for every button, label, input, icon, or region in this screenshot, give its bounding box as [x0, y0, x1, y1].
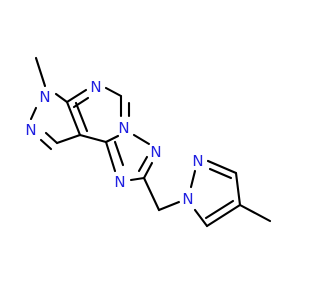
bond-n2-c3	[44, 131, 59, 145]
bond-c7a-n7-inner	[72, 96, 90, 109]
bond-n4-c9a	[104, 134, 120, 144]
bond-c4p-c5p	[205, 203, 242, 228]
chemical-structure-diagram: N N N N N N N N	[22, 56, 272, 228]
bond-n3-c2-inner	[137, 155, 149, 173]
bonds	[29, 56, 272, 228]
bond-c4p-methyl	[238, 203, 272, 223]
bond-n2-c3-inner	[39, 138, 53, 151]
atom-label: N	[182, 190, 193, 208]
bond-npz1-npz2	[189, 169, 197, 189]
bond-ch2-npz	[157, 200, 181, 212]
bond-methyl-n	[34, 56, 47, 88]
atom-n-pyrazole-right-2: N	[189, 151, 207, 170]
bond-c3-c3a	[55, 133, 82, 145]
bond-n4-n3	[132, 133, 151, 146]
atom-label: N	[25, 121, 36, 139]
atom-label: N	[90, 78, 101, 96]
atom-n-bridgehead: N	[115, 118, 133, 137]
bond-c2-n1t	[129, 176, 146, 182]
bond-c4p-c5p-inner	[204, 199, 235, 220]
bond-n3-c2	[142, 161, 154, 180]
atom-label: N	[114, 173, 125, 191]
bond-c5p-npz1	[193, 208, 209, 228]
atom-label: N	[39, 88, 50, 106]
bond-n1t-c9a-inner	[113, 140, 125, 167]
atom-label: N	[118, 119, 129, 137]
bond-c9a-c3a	[78, 133, 108, 144]
atom-n-pyrazole-right-1: N	[179, 189, 197, 208]
bond-c3a-c7a	[65, 100, 82, 137]
atom-n-pyrazole: N	[22, 120, 40, 139]
bond-c2-ch2	[142, 176, 161, 212]
atom-label: N	[192, 152, 203, 170]
bond-n1-c7a	[54, 92, 69, 104]
bond-c7a-n7	[65, 88, 88, 104]
bond-npz2-c3p	[206, 159, 238, 175]
atom-n-triazole-2: N	[111, 172, 129, 191]
atom-n-pyrimidine: N	[87, 77, 105, 96]
bond-c3p-c4p	[234, 171, 242, 207]
atom-n-methyl: N	[36, 87, 54, 106]
atom-n-triazole: N	[147, 142, 165, 161]
bond-n1-n2	[29, 106, 38, 121]
atom-labels: N N N N N N N N	[22, 77, 207, 208]
bond-npz2-c3p-inner	[208, 167, 233, 180]
bond-c3a-c7a-inner	[74, 101, 89, 133]
bond-n1t-c9a	[104, 140, 117, 173]
bond-n7-c5	[104, 86, 123, 98]
atom-label: N	[150, 143, 161, 161]
